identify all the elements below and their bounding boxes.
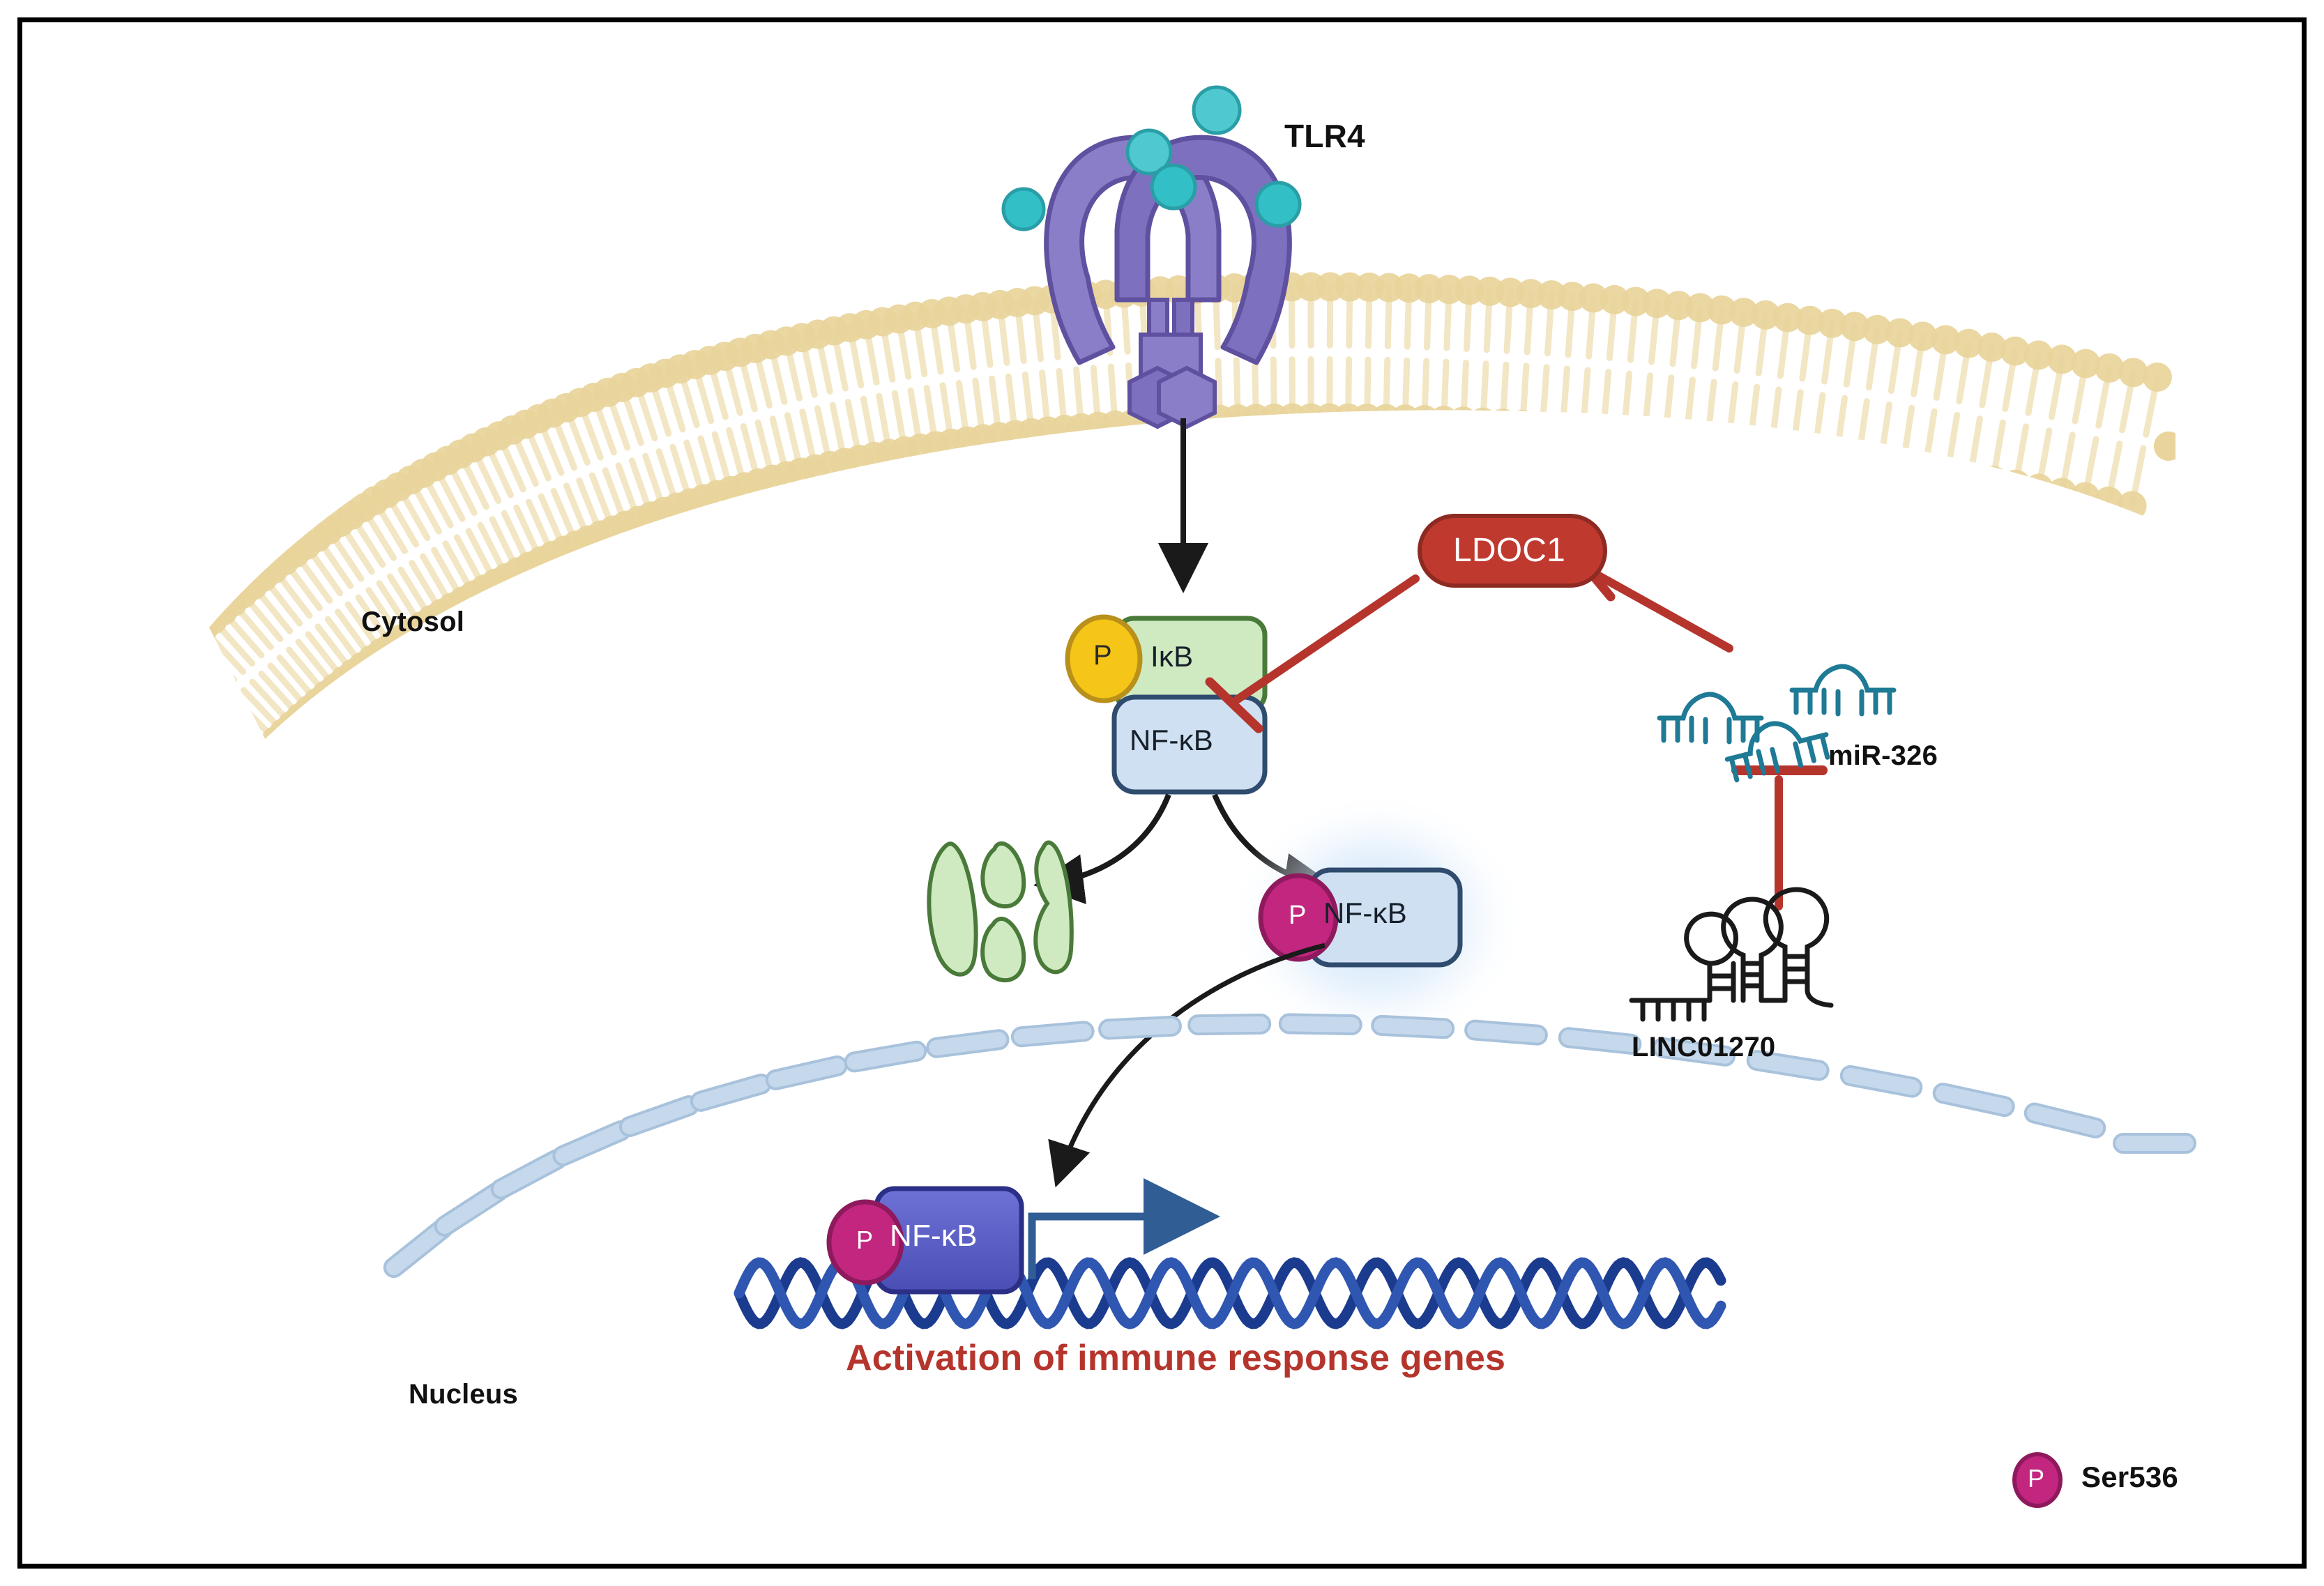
label-mir326: miR-326 xyxy=(1828,740,1938,771)
degraded-ikb-fragments xyxy=(927,840,1074,983)
nuclear-nfkb-on-dna xyxy=(826,1186,1024,1295)
label-ldoc1: LDOC1 xyxy=(1453,532,1566,569)
label-phospho-magenta-nuclear: P xyxy=(856,1226,874,1254)
diagram-border-frame xyxy=(17,17,2307,1569)
label-nucleus: Nucleus xyxy=(409,1379,519,1410)
legend-phospho-icon xyxy=(2012,1452,2063,1508)
activated-nfkb xyxy=(1227,791,1527,1049)
lncrna-linc01270 xyxy=(1629,887,1834,1022)
legend-phospho-symbol: P xyxy=(2028,1464,2045,1493)
label-nfkb-activated: NF-κB xyxy=(1323,897,1407,929)
nuclear-envelope xyxy=(383,1013,2196,1279)
label-nfkb-nuclear: NF-κB xyxy=(890,1219,978,1253)
ikb-nfkb-complex xyxy=(1065,614,1268,795)
ligand-particles xyxy=(1001,85,1302,231)
legend-ser536-label: Ser536 xyxy=(2081,1461,2178,1493)
label-phospho-magenta-cytosolic: P xyxy=(1289,901,1307,930)
transcription-arrow xyxy=(1028,1178,1220,1279)
label-nfkb-cytosolic: NF-κB xyxy=(1130,724,1213,756)
inhibition-linc01270-to-mir326 xyxy=(1731,765,1828,910)
inhibition-ldoc1-to-nfkb xyxy=(1205,574,1420,733)
outcome-text: Activation of immune response genes xyxy=(846,1338,1506,1378)
ldoc1-node xyxy=(1418,514,1607,588)
mirna-hairpins xyxy=(1657,664,1897,783)
label-linc01270: LINC01270 xyxy=(1632,1032,1776,1062)
label-cytosol: Cytosol xyxy=(361,607,465,637)
label-phospho-yellow: P xyxy=(1093,640,1112,671)
label-ikb: IκB xyxy=(1150,640,1194,673)
label-tlr4: TLR4 xyxy=(1284,118,1365,154)
